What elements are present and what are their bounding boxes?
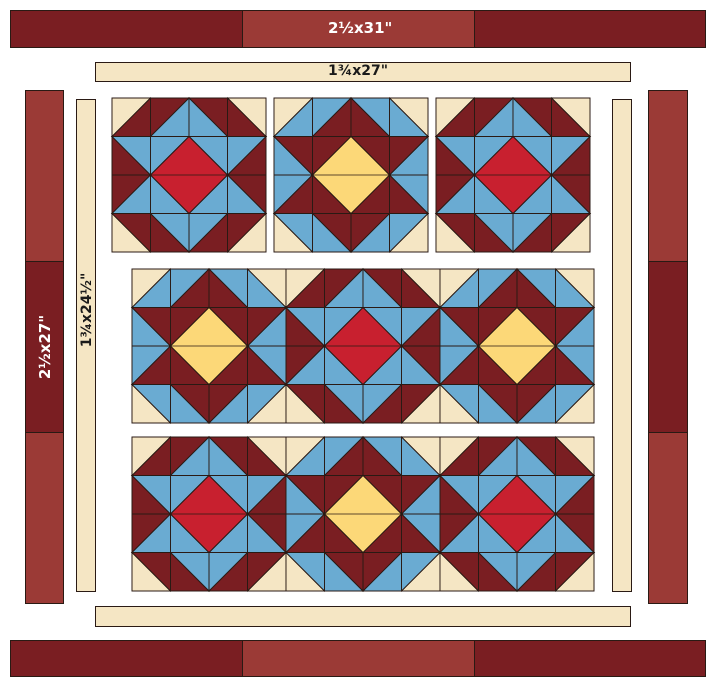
outer-bottom-border-right xyxy=(474,640,706,677)
inner-top-border-label: 1¾x27" xyxy=(328,63,388,79)
outer-left-border: 2½x27" xyxy=(25,90,64,604)
inner-bottom-border xyxy=(95,606,631,627)
quilt-block xyxy=(286,269,440,423)
quilt-block xyxy=(274,98,428,252)
inner-top-border: 1¾x27" xyxy=(95,62,631,82)
top-border-label: 2½x31" xyxy=(328,19,392,37)
outer-right-border-top xyxy=(648,90,688,262)
outer-left-border-top xyxy=(25,90,64,262)
quilt-block xyxy=(112,98,266,252)
quilt-block xyxy=(286,437,440,591)
quilt-block xyxy=(436,98,590,252)
outer-right-border-middle xyxy=(648,261,688,433)
outer-bottom-border xyxy=(10,640,706,677)
inner-left-border-label: 1¾x24½" xyxy=(79,273,95,348)
outer-top-border-left xyxy=(10,10,243,48)
quilt-block xyxy=(440,269,594,423)
inner-left-border: 1¾x24½" xyxy=(76,99,96,592)
outer-left-border-bottom xyxy=(25,432,64,604)
quilt-block xyxy=(440,437,594,591)
inner-right-border xyxy=(612,99,632,592)
left-border-label: 2½x27" xyxy=(36,315,54,379)
outer-top-border-right xyxy=(474,10,706,48)
outer-bottom-border-left xyxy=(10,640,243,677)
outer-right-border xyxy=(648,90,688,604)
quilt-block xyxy=(132,269,286,423)
outer-bottom-border-middle xyxy=(242,640,475,677)
outer-top-border: 2½x31" xyxy=(10,10,706,48)
quilt-block xyxy=(132,437,286,591)
outer-right-border-bottom xyxy=(648,432,688,604)
